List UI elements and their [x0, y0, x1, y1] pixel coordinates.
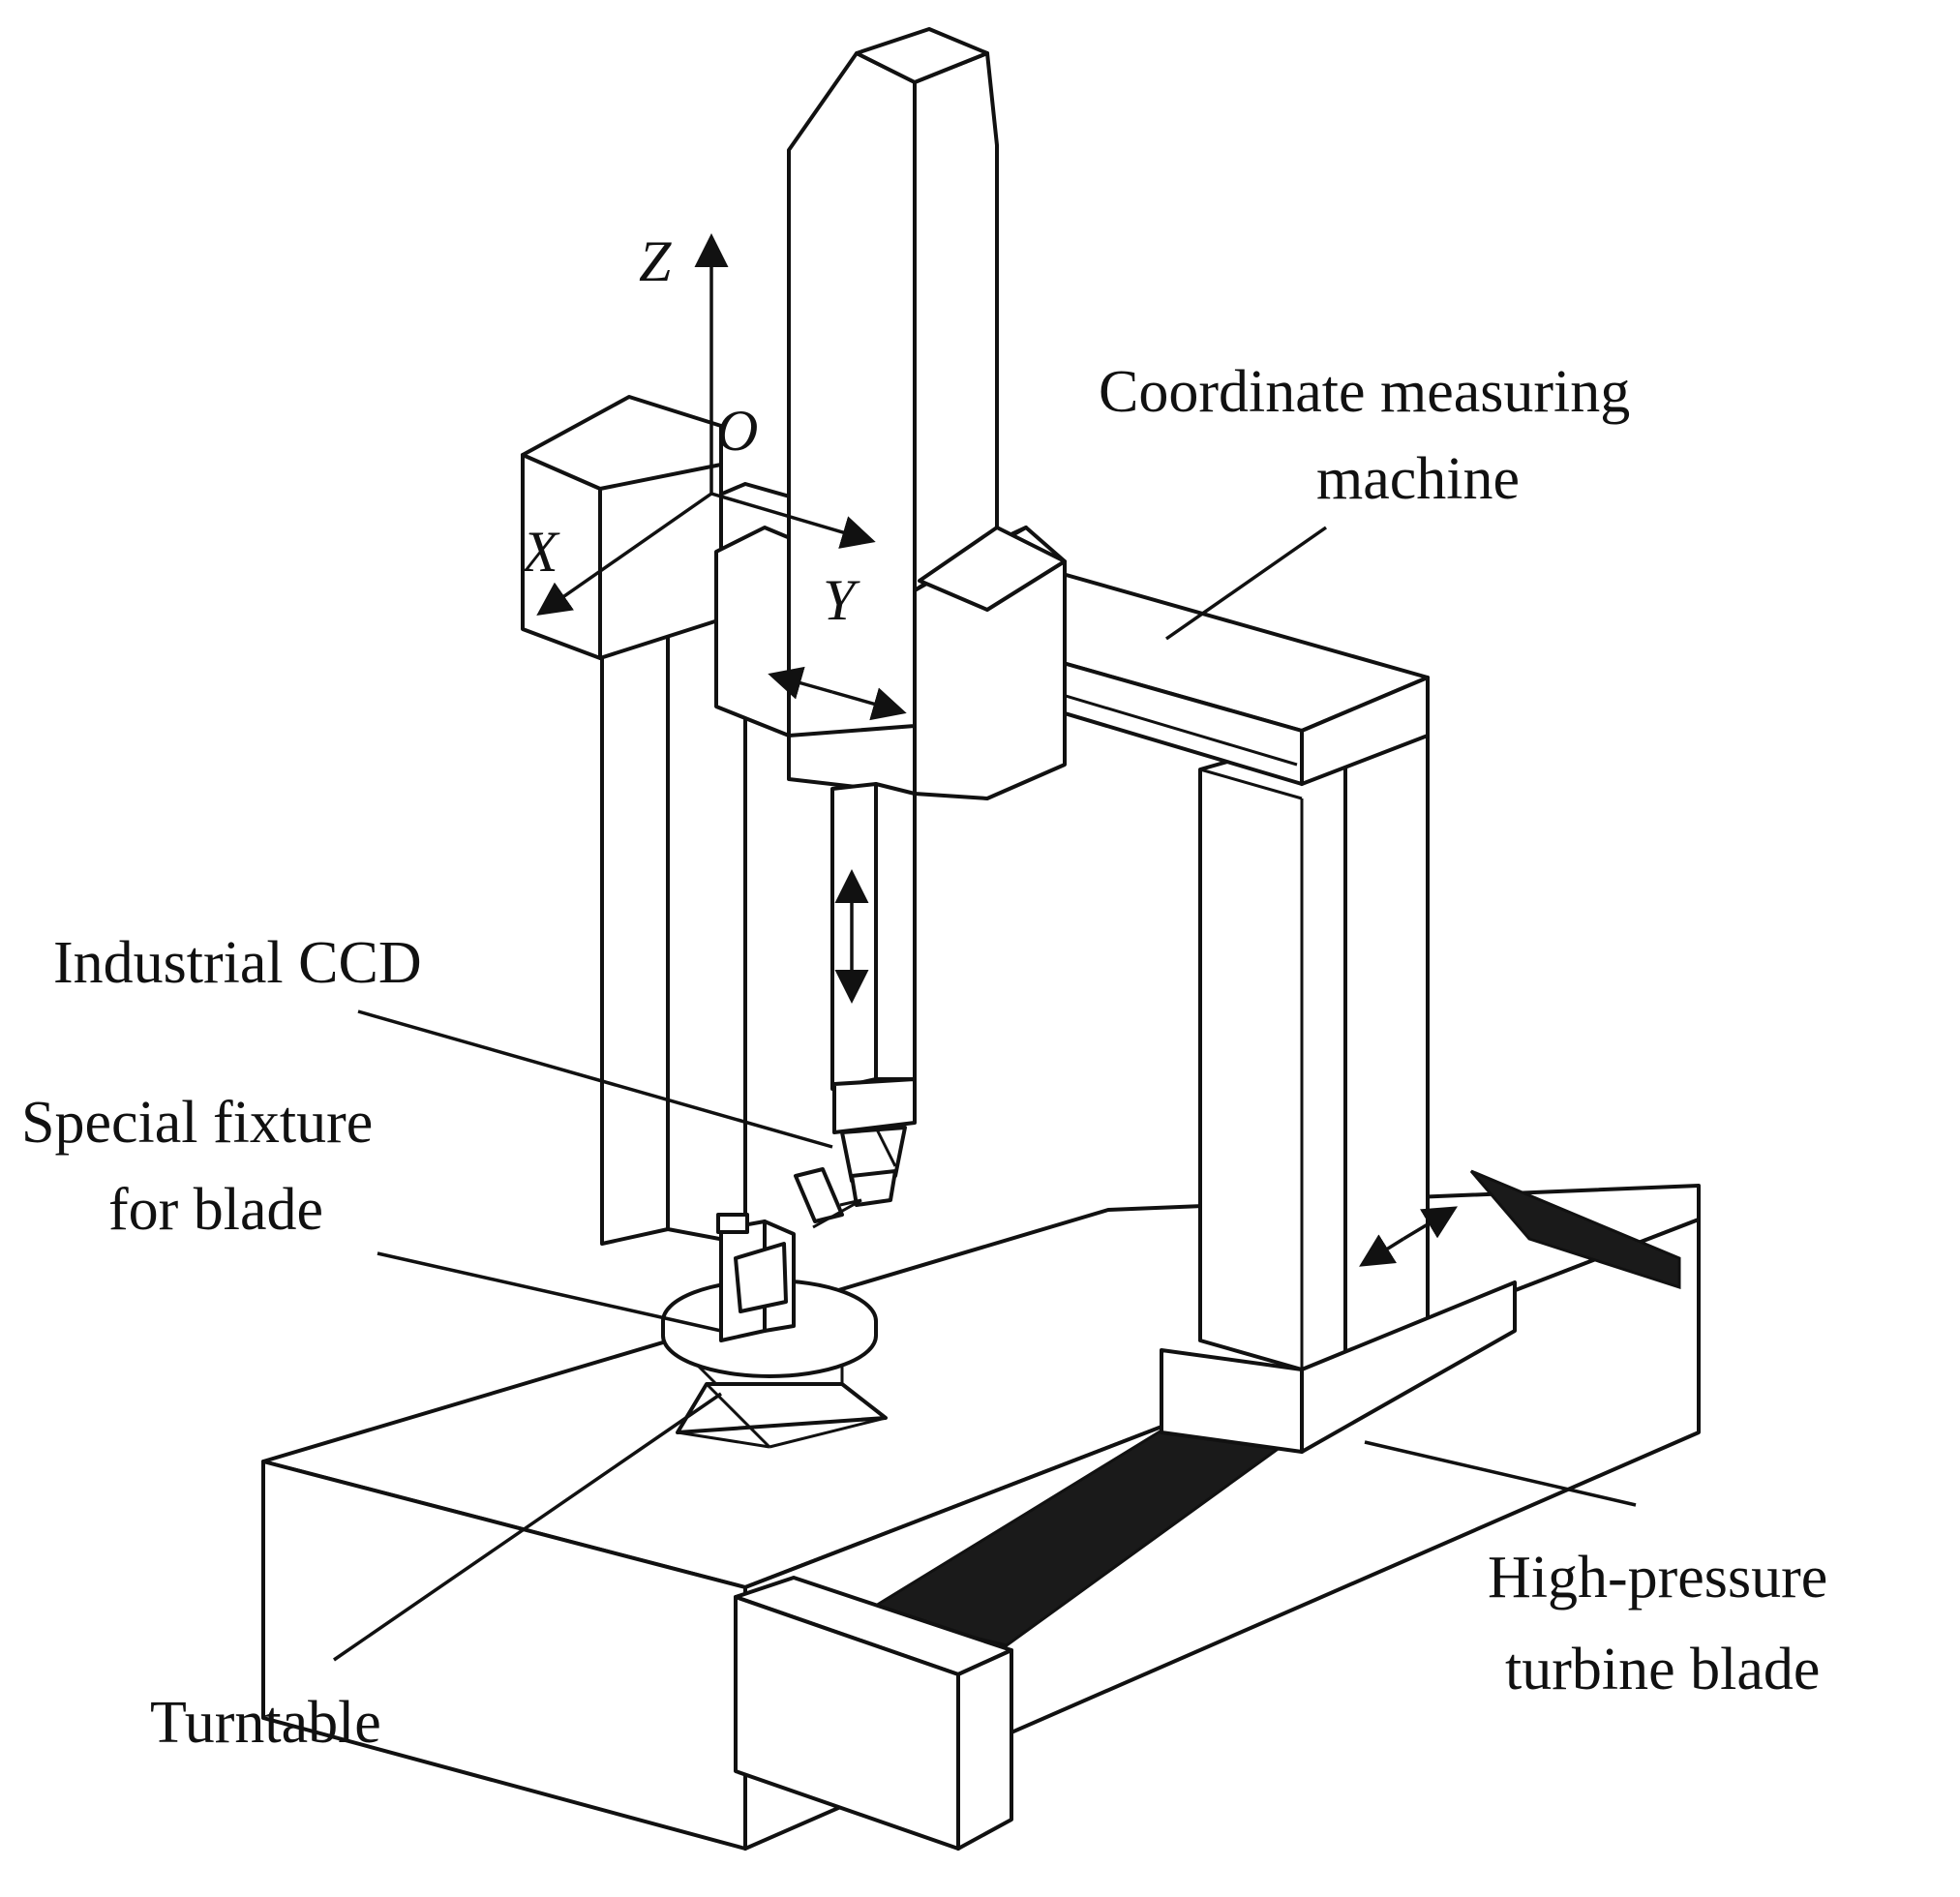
label-fixture-line2: for blade — [108, 1177, 323, 1243]
label-cmm-line1: Coordinate measuring — [1099, 359, 1630, 425]
origin-label: O — [716, 399, 758, 463]
z-ram — [794, 782, 917, 1229]
label-blade-line2: turbine blade — [1505, 1637, 1820, 1702]
end-cap — [521, 395, 723, 660]
turntable — [661, 1279, 888, 1449]
label-ccd: Industrial CCD — [53, 930, 422, 996]
label-cmm-line2: machine — [1316, 446, 1520, 512]
y-axis-arrow — [710, 492, 876, 549]
coordinate-axes: Z O X Y — [521, 229, 876, 632]
leader-lines — [333, 526, 1637, 1662]
y-axis-label: Y — [823, 568, 860, 632]
column — [787, 27, 1067, 738]
bridge-x-motion-arrow — [1359, 1234, 1404, 1267]
label-blade-line1: High-pressure — [1488, 1545, 1827, 1611]
callout-labels: Coordinate measuring machine Industrial … — [21, 359, 1827, 1756]
bridge-x-motion-arrow-2 — [1402, 1206, 1459, 1241]
x-axis-label: X — [521, 520, 560, 584]
right-bridge-leg — [1160, 685, 1517, 1454]
carriage-y-motion-arrow — [768, 666, 833, 700]
label-turntable: Turntable — [150, 1690, 381, 1756]
carriage-y-motion-arrow-2 — [831, 687, 907, 721]
motion-arrows — [768, 666, 1459, 1267]
x-axis-arrow — [536, 492, 713, 617]
label-fixture-line1: Special fixture — [21, 1090, 373, 1156]
blade-fixture — [716, 1213, 796, 1342]
z-axis-label: Z — [639, 229, 672, 293]
left-bridge-leg — [600, 526, 747, 1246]
machine-base — [261, 1169, 1701, 1851]
